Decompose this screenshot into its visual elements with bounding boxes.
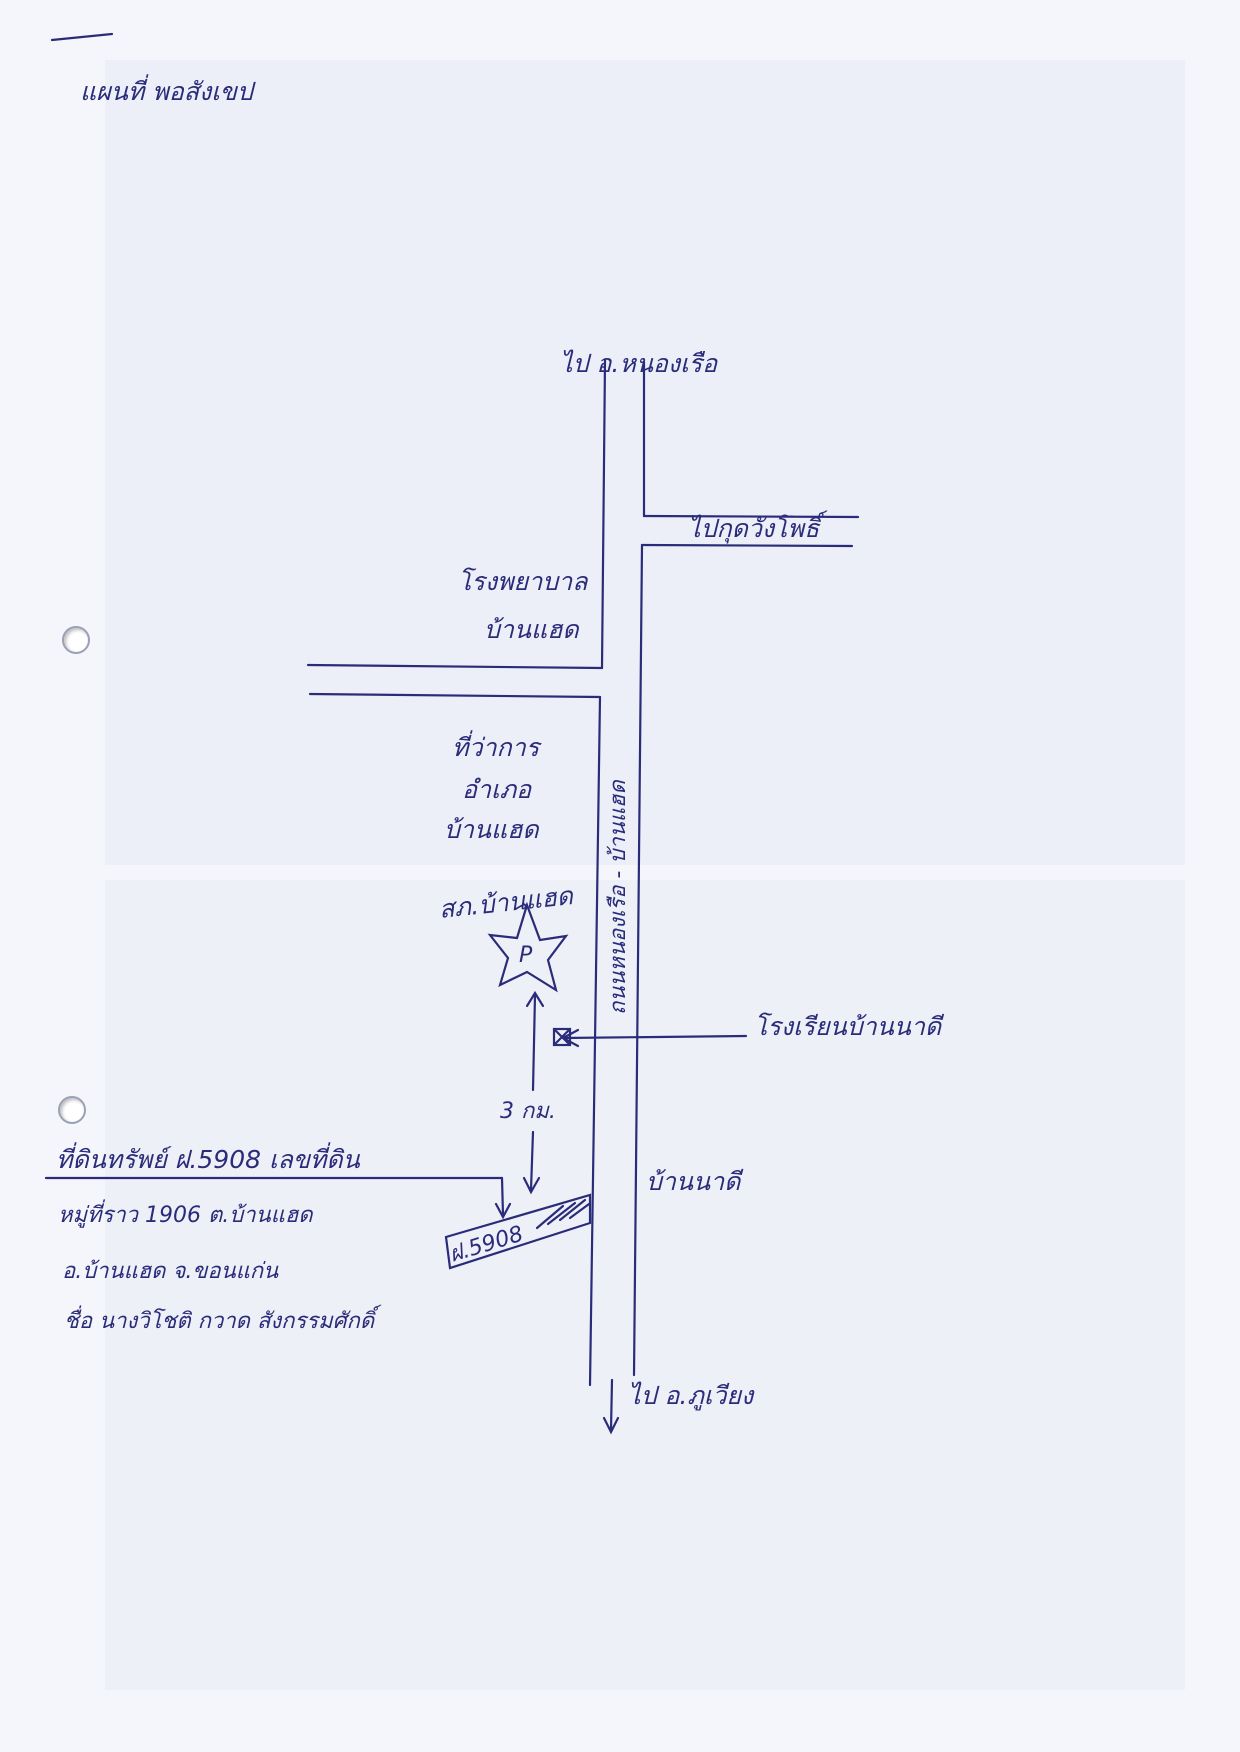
arrow-down-icon [602,1416,620,1435]
main-road-west-edge-bottom [588,695,602,1387]
arrow-up-icon [525,990,545,1008]
punch-hole-icon [62,626,90,654]
land-info-line: ชื่อ นางวิโชติ กวาด สังกรรมศักดิ์ [64,1304,382,1334]
road-name-label: ถนนหนองเรือ - บ้านแฮด [606,779,631,1015]
hospital-label: บ้านแฮด [484,615,580,644]
west-branch-road-lower [308,692,602,699]
land-plot-hatching [535,1198,591,1230]
map-header-title: แผนที่ พอสังเขป [80,74,256,106]
land-info-line: ที่ดินทรัพย์ ฝ.5908 เลขที่ดิน [56,1142,361,1174]
south-direction-arrow [609,1378,614,1432]
arrow-down-icon [494,1202,512,1220]
arrow-down-icon [522,1176,541,1195]
main-road-east-edge-bottom [632,543,644,1377]
land-plot-parcel [444,1193,592,1270]
distance-arrow-upper [531,993,537,1092]
main-road-west-edge-top [600,358,607,670]
pen-mark [50,32,114,42]
school-arrow-line [561,1034,748,1040]
scan-background-bottom [105,880,1185,1690]
distance-label: 3 กม. [500,1099,556,1124]
land-plot-label: ฝ.5908 [446,1222,526,1268]
east-branch-road-upper [642,514,860,519]
south-direction-label: ไป อ.ภูเวียง [628,1381,755,1411]
star-icon [487,901,569,993]
east-branch-road-lower [640,543,854,548]
school-marker-icon [552,1027,572,1047]
land-info-line: หมู่ที่ราว 1906 ต.บ้านแฮด [58,1199,314,1228]
district-office-label: บ้านแฮด [444,815,540,844]
hospital-label: โรงพยาบาล [458,567,589,596]
land-info-line: อ.บ้านแฮด จ.ขอนแก่น [62,1259,279,1284]
west-branch-road-upper [306,663,604,670]
distance-arrow-lower [529,1130,535,1192]
school-label: โรงเรียนบ้านนาดี [754,1012,945,1041]
district-office-label: อำเภอ [462,775,532,804]
police-station-label: สภ.บ้านแฮด [438,881,576,924]
punch-hole-icon [58,1096,86,1124]
village-label: บ้านนาดี [646,1167,744,1196]
school-marker-icon [552,1027,572,1047]
land-info-leader-line [500,1176,505,1217]
star-marker-label: P [519,943,533,968]
north-direction-label: ไป อ.หนองเรือ [560,349,718,378]
east-branch-label: ไปกุดวังโพธิ์ [688,510,828,544]
district-office-label: ที่ว่าการ [452,730,542,762]
